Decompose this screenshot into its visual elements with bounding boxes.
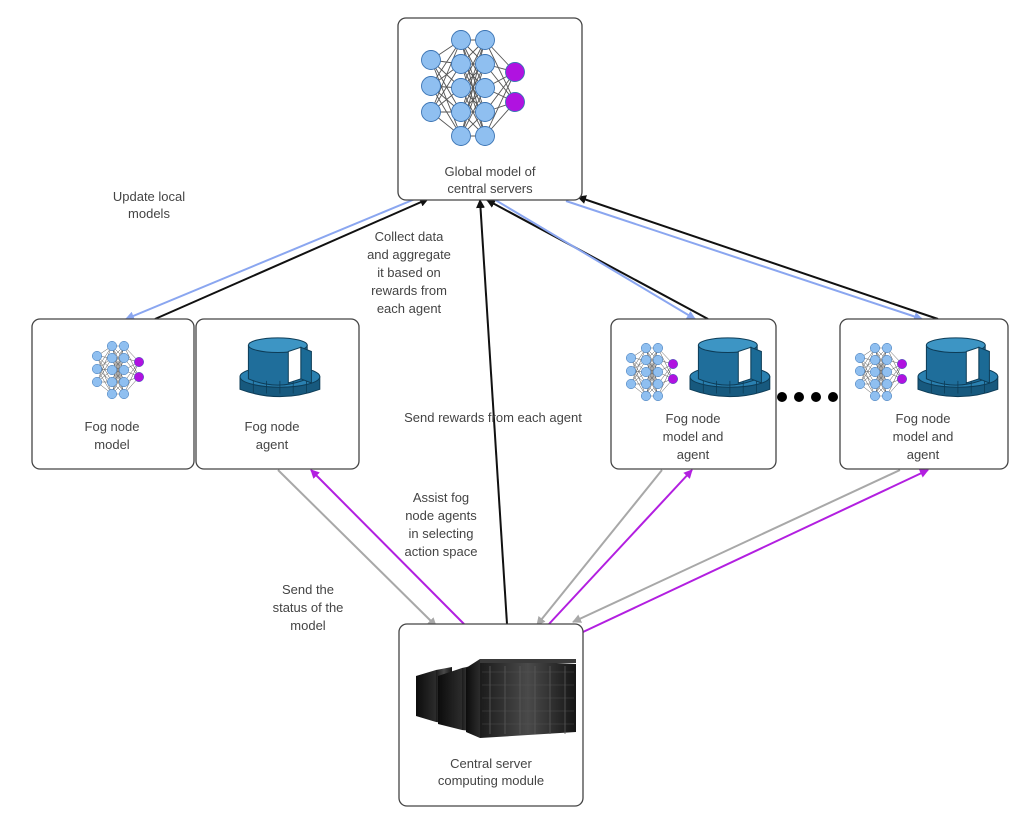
fog-node-agent: Fog node agent xyxy=(195,318,360,470)
fog-agent-line-2: agent xyxy=(256,437,289,452)
download-arrow-1 xyxy=(491,197,696,320)
central-server-line-2: computing module xyxy=(438,773,544,788)
fog-agent-line-1: Fog node xyxy=(245,419,300,434)
send-status-label-2: status of the xyxy=(273,600,344,615)
global-model-node: Global model of central servers xyxy=(397,17,583,201)
server-rack-icon xyxy=(416,659,576,738)
collect-data-label-2: and aggregate xyxy=(367,247,451,262)
assist-fog-label-2: node agents xyxy=(405,508,477,523)
status-arrow-1 xyxy=(536,469,663,626)
assist-arrow-1 xyxy=(548,469,693,625)
fma1-line-3: agent xyxy=(677,447,710,462)
status-arrow-2 xyxy=(572,469,901,623)
collect-data-label-4: rewards from xyxy=(371,283,447,298)
fma2-line-2: model and xyxy=(893,429,954,444)
send-rewards-arrow xyxy=(476,199,508,625)
assist-fog-label-1: Assist fog xyxy=(413,490,469,505)
fma2-line-1: Fog node xyxy=(896,411,951,426)
agent-cylinder-icon xyxy=(689,337,771,398)
fog-model-line-2: model xyxy=(94,437,130,452)
update-local-models-label-1: Update local xyxy=(113,189,185,204)
neural-network-icon xyxy=(92,341,144,399)
send-status-label-1: Send the xyxy=(282,582,334,597)
neural-network-icon xyxy=(626,343,678,401)
send-rewards-label: Send rewards from each agent xyxy=(404,410,582,425)
send-status-label-3: model xyxy=(290,618,326,633)
status-arrow-agent xyxy=(277,469,437,627)
agent-cylinder-icon xyxy=(239,337,321,398)
fma1-line-1: Fog node xyxy=(666,411,721,426)
assist-arrow-agent xyxy=(310,469,465,625)
fma1-line-2: model and xyxy=(663,429,724,444)
collect-data-label-1: Collect data xyxy=(375,229,444,244)
upload-arrow-2 xyxy=(577,195,939,320)
fma2-line-3: agent xyxy=(907,447,940,462)
collect-data-label-5: each agent xyxy=(377,301,442,316)
agent-cylinder-icon xyxy=(917,337,999,398)
neural-network-icon xyxy=(421,30,525,146)
update-local-models-arrow xyxy=(125,198,416,321)
global-model-line-2: central servers xyxy=(447,181,533,196)
upload-arrow-1 xyxy=(486,199,709,320)
central-server-line-1: Central server xyxy=(450,756,532,771)
assist-fog-label-4: action space xyxy=(405,544,478,559)
collect-data-arrow xyxy=(154,198,429,320)
fog-node-model: Fog node model xyxy=(31,318,195,470)
download-arrow-2 xyxy=(565,200,923,321)
assist-fog-label-3: in selecting xyxy=(408,526,473,541)
fog-node-model-agent-1: Fog node model and agent xyxy=(610,318,777,470)
global-model-line-1: Global model of xyxy=(444,164,535,179)
collect-data-label-3: it based on xyxy=(377,265,441,280)
update-local-models-label-2: models xyxy=(128,206,170,221)
ellipsis-dots xyxy=(777,392,838,402)
arrows xyxy=(125,195,939,633)
neural-network-icon xyxy=(855,343,907,401)
central-server-node: Central server computing module xyxy=(398,623,584,807)
assist-arrow-2 xyxy=(582,469,929,633)
edge-labels: Update local models Collect data and agg… xyxy=(113,189,582,633)
fog-node-model-agent-2: Fog node model and agent xyxy=(839,318,1009,470)
fog-model-line-1: Fog node xyxy=(85,419,140,434)
